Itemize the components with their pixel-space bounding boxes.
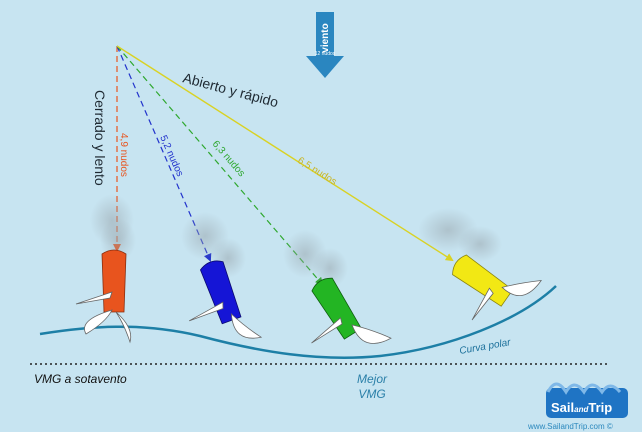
- wind-speed: 12 nudos: [315, 51, 336, 57]
- best-vmg-line2: VMG: [358, 387, 385, 401]
- speed-label-5-2: 5,2 nudos: [157, 134, 185, 179]
- speed-label-6-5: 6,5 nudos: [295, 155, 338, 188]
- wind-title: viento: [320, 23, 331, 52]
- vmg-downwind-label: VMG a sotavento: [34, 372, 127, 386]
- sailandtrip-logo: SailandTrip www.SailandTrip.com ©: [527, 382, 628, 431]
- boat-6-3: [311, 277, 392, 344]
- logo-url: www.SailandTrip.com ©: [527, 422, 613, 431]
- speed-label-6-3: 6,3 nudos: [210, 139, 247, 179]
- label-closed-slow: Cerrado y lento: [92, 90, 108, 186]
- boat-4-9: [75, 249, 132, 344]
- polar-curve-label: Curva polar: [459, 337, 512, 357]
- best-vmg-line1: Mejor: [357, 372, 388, 386]
- boat-6-5: [452, 254, 543, 321]
- polar-curve: [39, 285, 557, 360]
- boat-5-2: [189, 260, 263, 339]
- speed-label-4-9: 4,9 nudos: [118, 133, 129, 177]
- wind-arrow: [306, 12, 344, 78]
- label-open-fast: Abierto y rápido: [181, 69, 280, 110]
- course-line-6-5: [116, 45, 454, 262]
- wake-smoke: [90, 194, 502, 288]
- wind-indicator: viento 12 nudos: [306, 12, 344, 78]
- logo-sail: SailandTrip: [551, 400, 612, 415]
